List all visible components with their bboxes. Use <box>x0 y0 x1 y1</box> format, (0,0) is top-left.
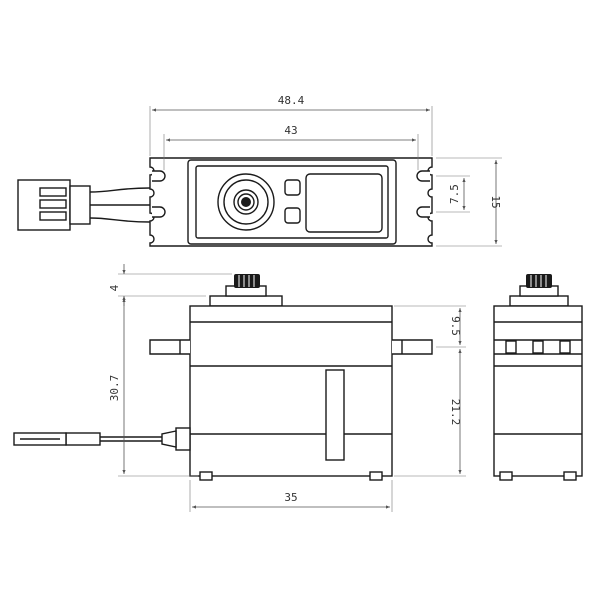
servo-case-front <box>189 305 393 477</box>
dim-body-height: 30.7 <box>108 298 198 477</box>
dim-label-30-7: 30.7 <box>108 375 121 402</box>
dim-label-21-2: 21.2 <box>449 399 462 426</box>
front-view: 4 30.7 9.5 21.2 35 <box>13 264 466 512</box>
side-view <box>493 274 583 481</box>
side-label-plate <box>325 369 345 461</box>
mount-flanges <box>149 339 433 355</box>
dim-label-43: 43 <box>284 124 297 137</box>
servo-case-side <box>493 305 583 477</box>
dim-label-9-5: 9.5 <box>449 316 462 336</box>
indicator-square-top <box>284 179 301 196</box>
side-case-feet <box>499 471 577 481</box>
dim-label-35: 35 <box>284 491 297 504</box>
dim-body-depth: 15 <box>436 157 502 247</box>
connector-plug <box>17 179 91 231</box>
dim-body-width: 35 <box>189 480 393 512</box>
dim-overall-width: 48.4 <box>149 94 433 156</box>
indicator-square-bottom <box>284 207 301 224</box>
case-feet <box>199 471 383 481</box>
dim-label-4: 4 <box>108 284 121 291</box>
dim-label-7-5: 7.5 <box>448 184 461 204</box>
dim-flange-bottom: 21.2 <box>394 349 466 477</box>
top-view: 48.4 43 15 7.5 <box>17 94 502 247</box>
output-shaft <box>209 274 283 307</box>
dim-hole-spacing: 43 <box>163 124 419 170</box>
mounting-holes <box>152 170 430 218</box>
dim-label-height: 7.5 <box>436 175 470 213</box>
output-gear <box>217 173 275 231</box>
dim-label-15: 15 <box>489 195 502 208</box>
label-area <box>305 173 383 233</box>
dim-flange-top: 9.5 <box>394 305 466 348</box>
cable-wires <box>89 187 151 223</box>
side-output-shaft <box>509 274 569 307</box>
cable-exit <box>13 427 191 451</box>
side-flange-marks <box>505 340 571 354</box>
dim-label-48-4: 48.4 <box>278 94 305 107</box>
